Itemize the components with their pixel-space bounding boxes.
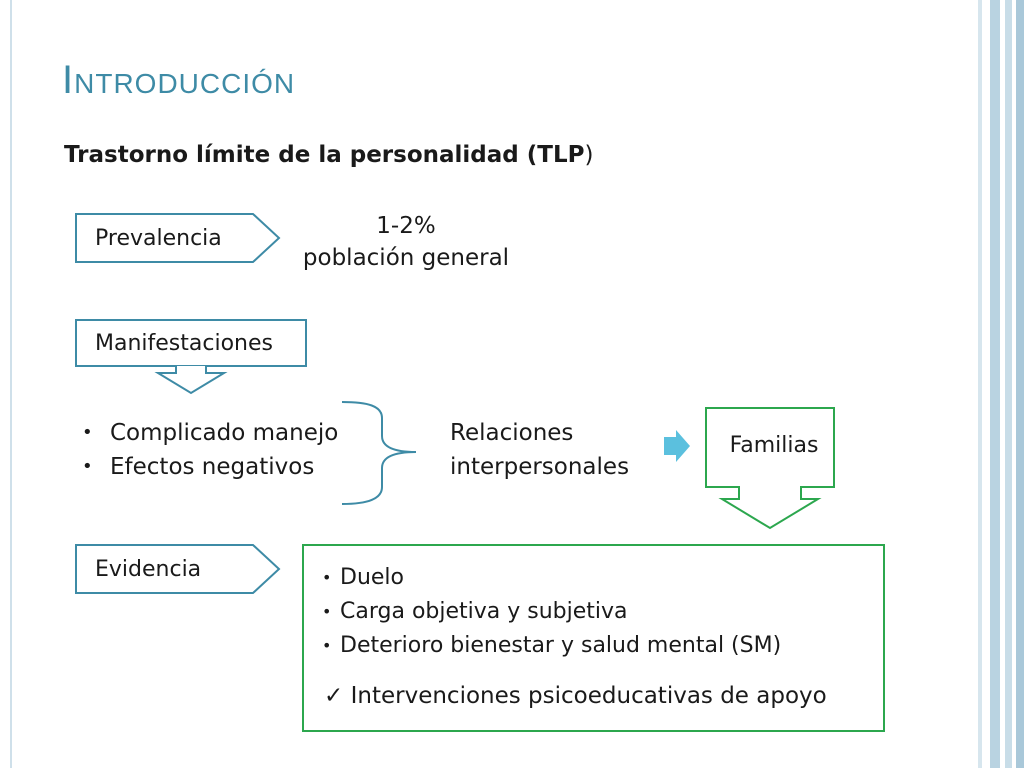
list-item: Deterioro bienestar y salud mental (SM) bbox=[322, 629, 781, 663]
list-item: Complicado manejo bbox=[78, 416, 338, 450]
right-frame-stripe bbox=[978, 0, 982, 768]
down-arrow-shape bbox=[154, 366, 228, 395]
list-item: Carga objetiva y subjetiva bbox=[322, 595, 781, 629]
slide-subtitle: Trastorno límite de la personalidad (TLP… bbox=[64, 142, 593, 168]
evidencia-conclusion: ✓ Intervenciones psicoeducativas de apoy… bbox=[324, 683, 827, 709]
relaciones-line2: interpersonales bbox=[450, 454, 630, 480]
evidencia-shape bbox=[75, 544, 281, 594]
right-frame-stripe bbox=[1005, 0, 1012, 768]
list-item: Efectos negativos bbox=[78, 450, 338, 484]
manifestaciones-list: Complicado manejo Efectos negativos bbox=[78, 416, 338, 484]
right-frame-stripe bbox=[1016, 0, 1024, 768]
familias-label: Familias bbox=[729, 433, 819, 458]
prevalencia-percent: 1-2% bbox=[376, 213, 436, 239]
relaciones-line1: Relaciones bbox=[450, 420, 574, 446]
prevalencia-label: Prevalencia bbox=[95, 226, 222, 251]
prevalencia-value: 1-2% población general bbox=[286, 210, 526, 274]
conclusion-text: Intervenciones psicoeducativas de apoyo bbox=[350, 683, 827, 709]
right-arrow-shape bbox=[664, 430, 690, 462]
evidencia-content-shape bbox=[302, 544, 885, 732]
slide-title: Introducción bbox=[62, 58, 296, 102]
familias-shape bbox=[705, 407, 835, 530]
evidencia-label: Evidencia bbox=[95, 557, 202, 582]
manifestaciones-label: Manifestaciones bbox=[95, 331, 273, 356]
evidencia-list: Duelo Carga objetiva y subjetiva Deterio… bbox=[322, 561, 781, 663]
relaciones-label: Relaciones interpersonales bbox=[450, 416, 629, 484]
subtitle-paren: ) bbox=[584, 142, 594, 168]
subtitle-text: Trastorno límite de la personalidad (TLP bbox=[64, 142, 585, 168]
left-frame-line bbox=[10, 0, 12, 768]
list-item: Duelo bbox=[322, 561, 781, 595]
checkmark-icon: ✓ bbox=[324, 683, 344, 709]
brace-shape bbox=[341, 401, 417, 505]
prevalencia-population: población general bbox=[302, 245, 510, 271]
right-frame-stripe bbox=[990, 0, 1000, 768]
prevalencia-shape bbox=[75, 213, 281, 263]
